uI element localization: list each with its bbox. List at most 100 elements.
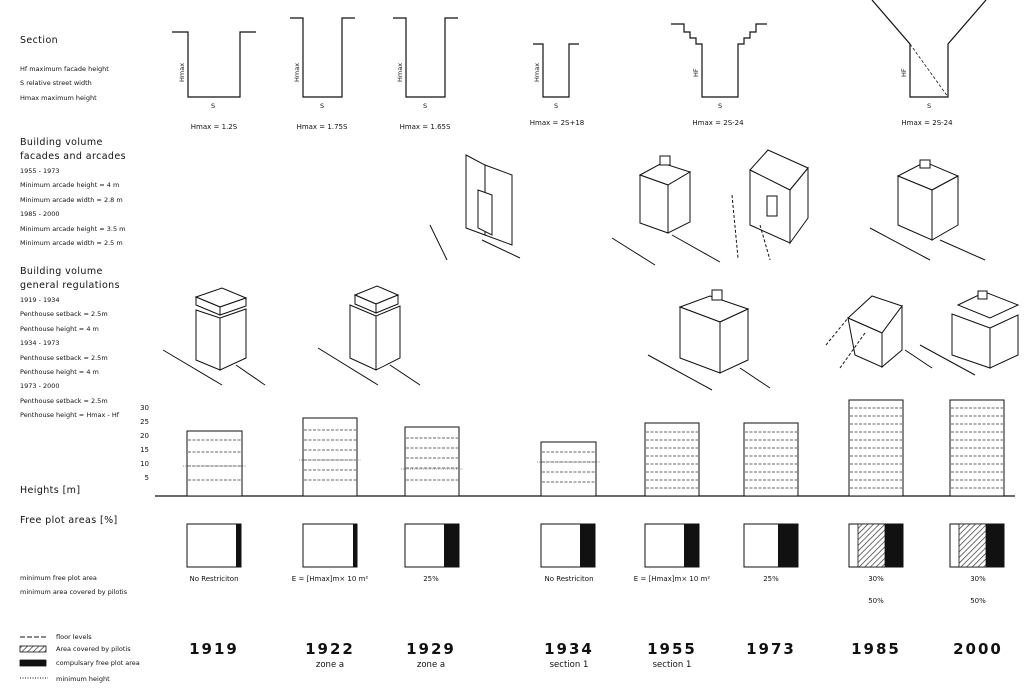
volume-general-line: Penthouse setback = 2.5m: [20, 353, 108, 362]
section-drawings: [172, 0, 987, 98]
s-label: S: [423, 102, 427, 110]
pilotis-percent: 50%: [868, 597, 884, 605]
zone-1922: zone a: [315, 660, 345, 670]
s-label: S: [211, 102, 215, 110]
s-label: S: [927, 102, 931, 110]
formula-1922: Hmax = 1.75S: [296, 123, 348, 131]
section-legend-line: S relative street width: [20, 79, 92, 88]
volume-arcades-title: Building volume: [20, 137, 103, 148]
volume-arcades-line: Minimum arcade width = 2.5 m: [20, 239, 123, 248]
free-plot-area: [684, 524, 699, 567]
year-1934: 1934: [544, 640, 594, 658]
s-label: S: [718, 102, 722, 110]
year-1985: 1985: [851, 640, 901, 658]
section-1985: [871, 0, 987, 98]
legend-pilotis-swatch: [19, 645, 47, 653]
height-tick: 15: [140, 446, 149, 454]
legend-plot-swatch: [19, 659, 47, 667]
plot-caption: E = [Hmax]m× 10 m²: [633, 575, 711, 583]
sketch-general-2000: [956, 291, 1020, 319]
height-bar: [404, 426, 460, 497]
volume-sketches-arcades: [429, 149, 986, 266]
height-tick: 20: [140, 432, 149, 440]
legend-pilotis: Area covered by pilotis: [56, 645, 131, 653]
hmax-label: Hmax: [533, 63, 541, 82]
hf-label: HF: [900, 68, 908, 77]
formula-1934: Hmax = 2S+18: [529, 119, 585, 127]
volume-arcades-line: Minimum arcade width = 2.8 m: [20, 195, 123, 204]
volume-general-title: general regulations: [20, 280, 120, 291]
plot-caption: No Restriciton: [189, 575, 239, 583]
legend-floor-levels: floor levels: [56, 633, 92, 641]
height-bar: [186, 430, 243, 497]
section-hmax-labels: Hmax Hmax Hmax Hmax HF HF S S S S S S: [178, 63, 931, 110]
s-label: S: [320, 102, 324, 110]
volume-general-line: Penthouse height = 4 m: [20, 324, 99, 333]
plot-box: [186, 523, 242, 568]
section-title: Section: [20, 35, 59, 46]
plot-note-line: minimum area covered by pilotis: [20, 588, 128, 597]
zone-1929: zone a: [416, 660, 446, 670]
section-1955: [671, 23, 767, 98]
volume-general-line: 1934 - 1973: [20, 339, 60, 348]
year-2000: 2000: [953, 640, 1003, 658]
heights-title: Heights [m]: [20, 485, 81, 496]
hmax-label: Hmax: [396, 63, 404, 82]
plot-caption: 30%: [970, 575, 986, 583]
free-plot-area: [353, 524, 357, 567]
s-label: S: [554, 102, 558, 110]
pilotis-area: [857, 523, 886, 568]
plot-caption: 30%: [868, 575, 884, 583]
formula-2000: Hmax = 2S-24: [901, 119, 953, 127]
free-plot-area: [444, 524, 459, 567]
year-1973: 1973: [746, 640, 796, 658]
section-legend-line: Hf maximum facade height: [20, 65, 109, 73]
height-tick: 30: [140, 404, 149, 412]
zone-1955: section 1: [652, 660, 692, 670]
formula-1955: Hmax = 2S-24: [692, 119, 744, 127]
height-bar: [540, 441, 597, 497]
legend-free-plot: compulsary free plot area: [56, 659, 140, 667]
hmax-label: Hmax: [293, 63, 301, 82]
free-plot-area: [580, 524, 595, 567]
plot-caption: 25%: [763, 575, 779, 583]
section-1929: [393, 17, 458, 98]
height-tick: 25: [140, 418, 149, 426]
volume-arcades-block: Building volume facades and arcades 1955…: [20, 136, 126, 250]
height-bar: [949, 399, 1005, 497]
volume-general-line: Penthouse height = Hmax - Hf: [20, 411, 120, 420]
height-tick: 5: [145, 474, 149, 482]
volume-general-line: Penthouse height = 4 m: [20, 368, 99, 377]
volume-sketches-general: [162, 285, 1020, 391]
plot-note-line: minimum free plot area: [20, 574, 97, 582]
volume-general-line: 1973 - 2000: [20, 382, 60, 391]
free-plot-area: [778, 524, 798, 567]
section-legend: Hf maximum facade height S relative stre…: [20, 62, 109, 105]
volume-general-line: Penthouse setback = 2.5m: [20, 396, 108, 405]
legend-min-height: minimum height: [56, 675, 110, 683]
volume-general-line: Penthouse setback = 2.5m: [20, 310, 108, 319]
volume-arcades-line: Minimum arcade height = 3.5 m: [20, 224, 126, 233]
height-bar: [743, 422, 799, 497]
plot-box: [302, 523, 358, 568]
year-1929: 1929: [406, 640, 456, 658]
volume-general-block: Building volume general regulations 1919…: [20, 265, 120, 423]
free-plot-area: [885, 524, 903, 567]
pilotis-percent: 50%: [970, 597, 986, 605]
height-bar: [848, 399, 904, 497]
plot-caption: E = [Hmax]m× 10 m²: [291, 575, 369, 583]
year-1955: 1955: [647, 640, 697, 658]
volume-general-line: 1919 - 1934: [20, 296, 60, 304]
plot-notes: minimum free plot area minimum area cove…: [20, 571, 127, 600]
section-legend-line: Hmax maximum height: [20, 93, 97, 102]
plot-caption: No Restriciton: [544, 575, 594, 583]
section-1922: [290, 17, 355, 98]
formula-1919: Hmax = 1.2S: [190, 123, 238, 131]
volume-arcades-line: 1955 - 1973: [20, 167, 60, 175]
plot-caption: 25%: [423, 575, 439, 583]
height-tick: 10: [140, 460, 149, 468]
volume-arcades-line: Minimum arcade height = 4 m: [20, 181, 120, 190]
pilotis-area: [958, 523, 987, 568]
free-plot-area: [986, 524, 1004, 567]
